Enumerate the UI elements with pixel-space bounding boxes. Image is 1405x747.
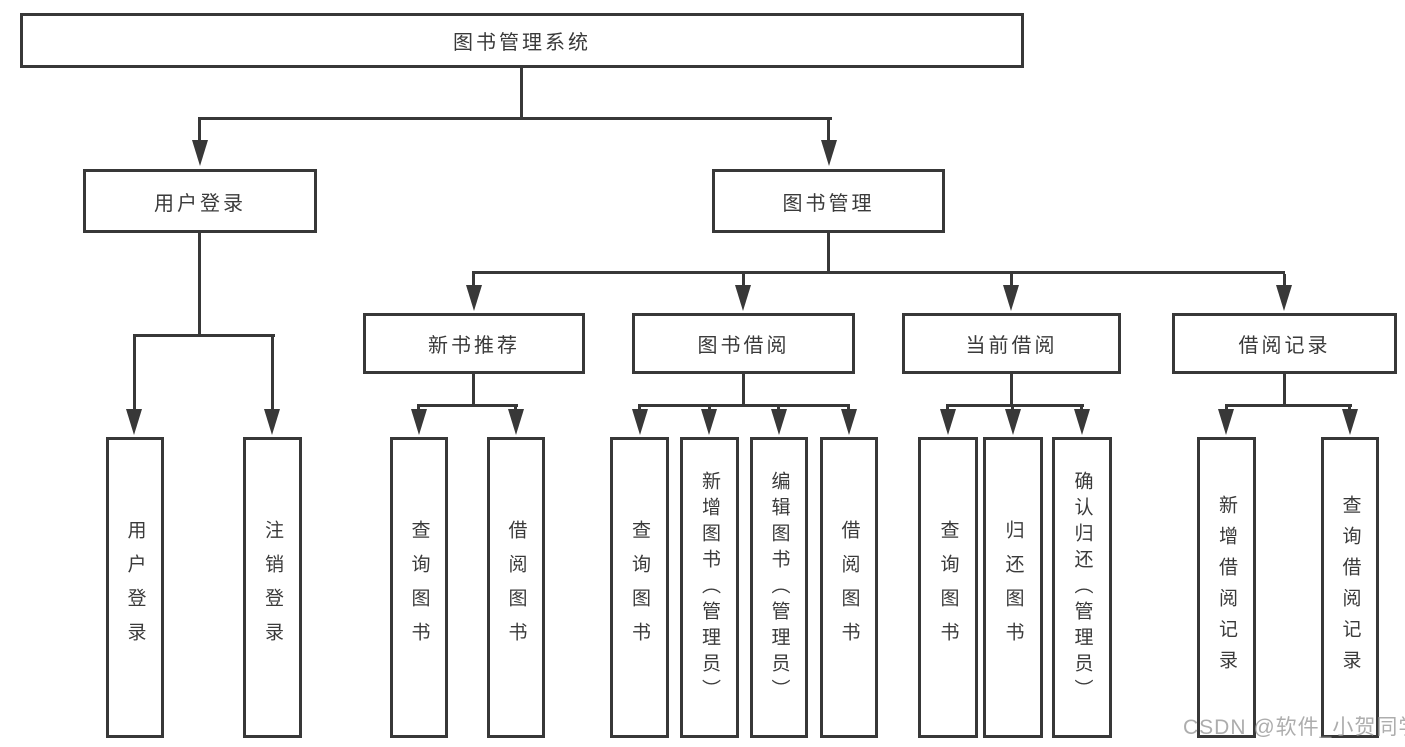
arrow-down-icon — [192, 140, 208, 166]
connector-user-login-drop — [198, 120, 201, 141]
arrow-down-icon — [1342, 409, 1358, 435]
arrow-down-icon — [1218, 409, 1234, 435]
leaf-borrow-books-recommend: 借阅图书 — [487, 437, 545, 738]
leaf-query-books-recommend: 查询图书 — [390, 437, 448, 738]
connector-drop — [1283, 274, 1286, 286]
connector-section-stem — [1283, 374, 1286, 405]
arrow-down-icon — [1005, 409, 1021, 435]
arrow-down-icon — [126, 409, 142, 435]
node-label: 新书推荐 — [428, 335, 520, 357]
connector-root-hline — [198, 117, 832, 120]
leaf-label: 注销登录 — [262, 519, 283, 656]
connector-book-mgmt-hline — [472, 271, 1285, 274]
leaf-borrow-books: 借阅图书 — [820, 437, 878, 738]
leaf-label: 编辑图书（管理员） — [768, 470, 790, 705]
leaf-label: 归还图书 — [1002, 519, 1024, 656]
connector-section-hline — [946, 404, 1084, 407]
connector-root-stem — [520, 68, 523, 118]
node-borrow-records: 借阅记录 — [1172, 313, 1397, 374]
connector-drop — [742, 274, 745, 286]
connector-drop — [472, 274, 475, 286]
arrow-down-icon — [940, 409, 956, 435]
node-user-login: 用户登录 — [83, 169, 317, 233]
leaf-label: 确认归还（管理员） — [1071, 470, 1093, 705]
leaf-label: 用户登录 — [124, 519, 146, 656]
connector-section-hline — [417, 404, 518, 407]
node-library-system: 图书管理系统 — [20, 13, 1024, 68]
leaf-label: 查询图书 — [629, 519, 650, 656]
connector-section-hline — [638, 404, 850, 407]
leaf-user-login: 用户登录 — [106, 437, 164, 738]
node-label: 当前借阅 — [965, 335, 1058, 357]
leaf-label: 新增图书（管理员） — [699, 470, 720, 705]
leaf-label: 借阅图书 — [505, 519, 527, 656]
node-label: 图书管理系统 — [453, 32, 591, 54]
connector-section-stem — [1010, 374, 1013, 405]
leaf-query-borrow-record: 查询借阅记录 — [1321, 437, 1379, 738]
node-book-borrowing: 图书借阅 — [632, 313, 855, 374]
leaf-query-books-current: 查询图书 — [918, 437, 978, 738]
connector-section-stem — [472, 374, 475, 405]
connector-section-hline — [1225, 404, 1352, 407]
arrow-down-icon — [1003, 285, 1019, 311]
connector-user-login-stem — [198, 232, 201, 335]
leaf-add-books-admin: 新增图书（管理员） — [680, 437, 739, 738]
connector-drop — [1010, 274, 1013, 286]
arrow-down-icon — [264, 409, 280, 435]
arrow-down-icon — [508, 409, 524, 435]
connector-user-login-hline — [133, 334, 275, 337]
leaf-label: 新增借阅记录 — [1216, 494, 1237, 681]
node-label: 图书借阅 — [697, 335, 790, 357]
leaf-query-books-borrowing: 查询图书 — [610, 437, 669, 738]
csdn-watermark: CSDN @软件_小贺同学 — [1183, 716, 1405, 739]
node-label: 借阅记录 — [1238, 335, 1331, 357]
connector-book-mgmt-stem — [827, 232, 830, 272]
leaf-edit-books-admin: 编辑图书（管理员） — [750, 437, 808, 738]
connector-drop — [133, 337, 136, 410]
arrow-down-icon — [1074, 409, 1090, 435]
arrow-down-icon — [411, 409, 427, 435]
arrow-down-icon — [1276, 285, 1292, 311]
arrow-down-icon — [632, 409, 648, 435]
leaf-label: 查询借阅记录 — [1339, 494, 1361, 681]
connector-section-stem — [742, 374, 745, 405]
arrow-down-icon — [821, 140, 837, 166]
connector-book-mgmt-drop — [827, 120, 830, 141]
leaf-return-books: 归还图书 — [983, 437, 1043, 738]
leaf-confirm-return-admin: 确认归还（管理员） — [1052, 437, 1112, 738]
leaf-label: 借阅图书 — [838, 519, 860, 656]
arrow-down-icon — [701, 409, 717, 435]
node-book-management: 图书管理 — [712, 169, 945, 233]
node-current-borrowing: 当前借阅 — [902, 313, 1121, 374]
connector-drop — [271, 337, 274, 410]
leaf-logout: 注销登录 — [243, 437, 302, 738]
leaf-label: 查询图书 — [408, 519, 430, 656]
leaf-add-borrow-record: 新增借阅记录 — [1197, 437, 1256, 738]
leaf-label: 查询图书 — [937, 519, 959, 656]
arrow-down-icon — [735, 285, 751, 311]
arrow-down-icon — [771, 409, 787, 435]
node-new-book-recommend: 新书推荐 — [363, 313, 585, 374]
node-label: 图书管理 — [782, 192, 875, 215]
arrow-down-icon — [841, 409, 857, 435]
node-label: 用户登录 — [154, 192, 246, 215]
arrow-down-icon — [466, 285, 482, 311]
